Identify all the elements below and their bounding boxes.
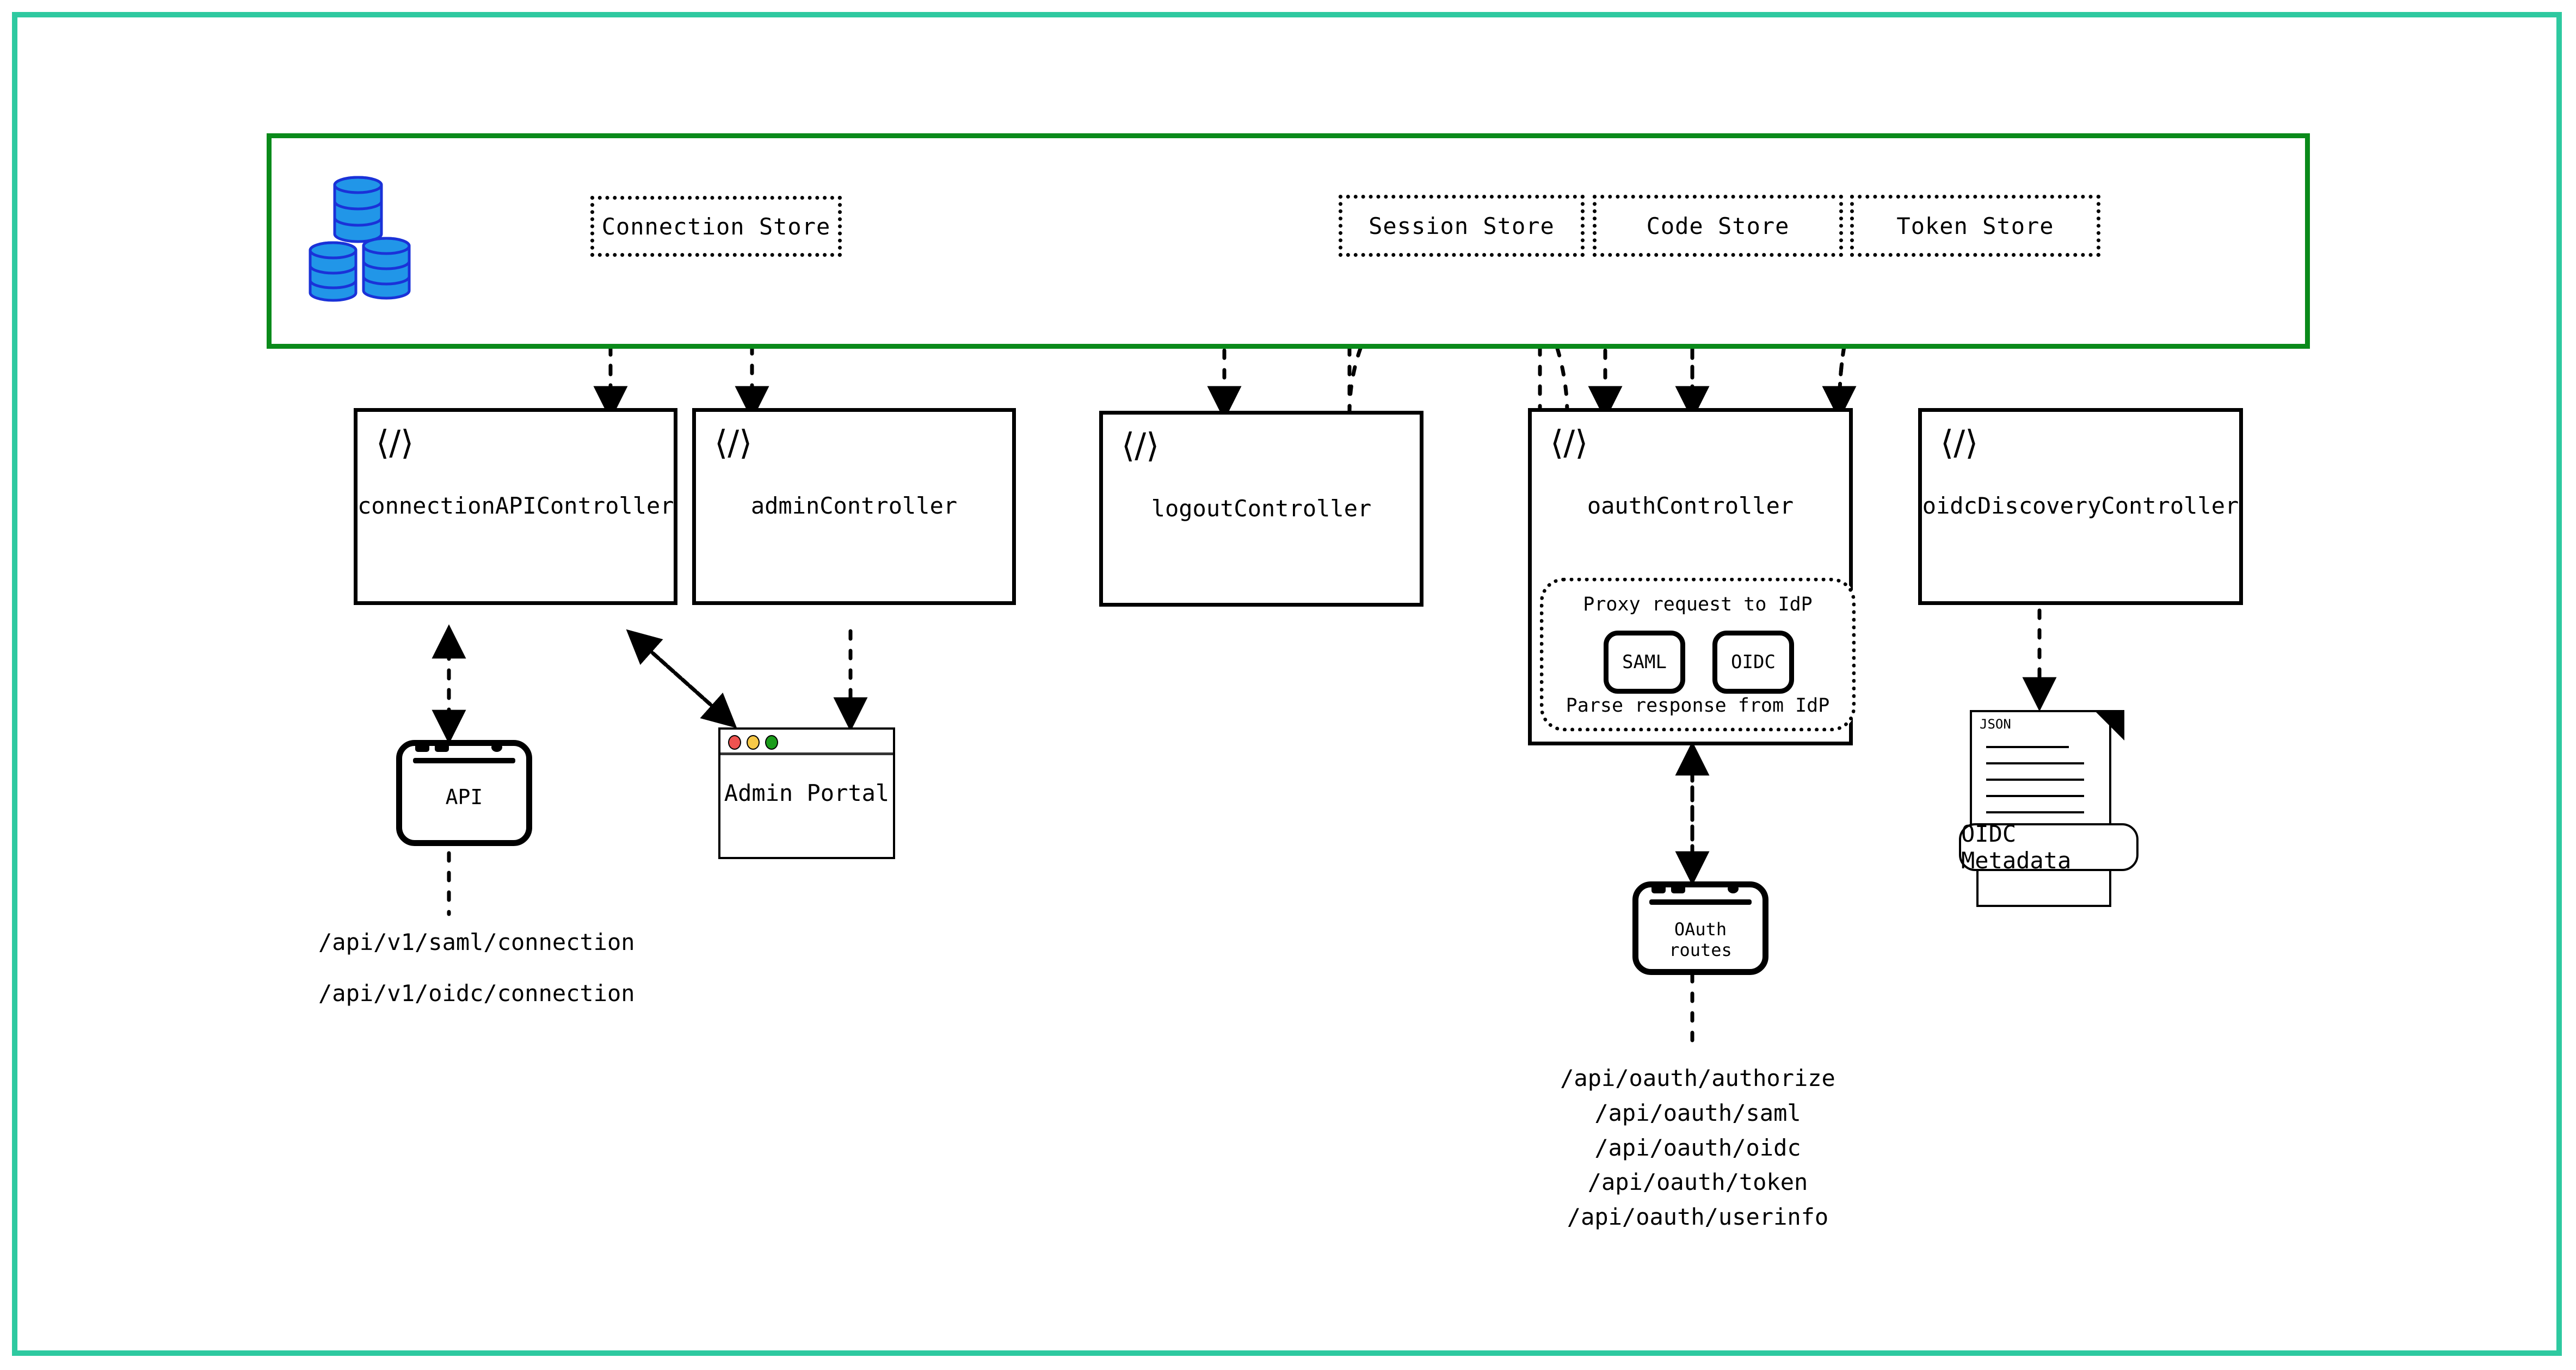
device-title-bar	[1649, 884, 1752, 905]
outer-frame	[12, 12, 2562, 1356]
document-fold-corner-icon	[2094, 710, 2124, 740]
store-session[interactable]: Session Store	[1339, 195, 1585, 257]
proxy-bottom-label: Parse response from IdP	[1566, 695, 1830, 717]
client-admin-portal[interactable]: Admin Portal	[718, 727, 895, 859]
traffic-light-red-icon	[728, 735, 741, 750]
device-dot-left2	[1671, 884, 1685, 893]
doc-line	[1986, 746, 2069, 748]
device-dot-right	[1728, 884, 1739, 893]
document-caption: OIDC Metadata	[1959, 820, 2139, 874]
endpoint-item: /api/oauth/saml	[1594, 1099, 1801, 1126]
doc-line	[1986, 811, 2084, 813]
controller-oidc-discovery-label: oidcDiscoveryController	[1922, 492, 2239, 519]
protocol-chip-oidc[interactable]: OIDC	[1712, 631, 1794, 694]
controller-oidc-discovery[interactable]: ⟨/⟩ oidcDiscoveryController	[1918, 408, 2243, 605]
store-connection[interactable]: Connection Store	[590, 196, 842, 257]
code-icon: ⟨/⟩	[1121, 425, 1160, 465]
protocol-chip-saml-label: SAML	[1622, 651, 1667, 673]
protocol-chip-saml[interactable]: SAML	[1604, 631, 1685, 694]
device-dot-right	[491, 743, 502, 752]
endpoint-item: /api/v1/saml/connection	[318, 929, 635, 955]
doc-line	[1986, 779, 2084, 781]
store-code-label: Code Store	[1646, 212, 1790, 239]
traffic-light-yellow-icon	[747, 735, 760, 750]
endpoint-item: /api/oauth/authorize	[1560, 1065, 1835, 1091]
device-dot-left2	[435, 743, 449, 752]
endpoint-list-connection-api: /api/v1/saml/connection /api/v1/oidc/con…	[318, 925, 635, 1011]
doc-line	[1986, 762, 2084, 764]
store-session-label: Session Store	[1369, 212, 1555, 239]
controller-logout[interactable]: ⟨/⟩ logoutController	[1099, 411, 1423, 607]
device-dot-left	[1651, 884, 1666, 893]
proxy-panel: Proxy request to IdP SAML OIDC Parse res…	[1540, 578, 1856, 731]
traffic-light-green-icon	[765, 735, 778, 750]
code-icon: ⟨/⟩	[1550, 423, 1588, 462]
controller-admin-label: adminController	[750, 492, 958, 519]
device-title-bar	[413, 743, 515, 763]
client-oauth-routes[interactable]: OAuth routes	[1632, 881, 1768, 975]
endpoint-item: /api/oauth/userinfo	[1567, 1204, 1829, 1231]
endpoint-item: /api/v1/oidc/connection	[318, 979, 635, 1007]
device-dot-left	[415, 743, 429, 752]
document-format-label: JSON	[1980, 717, 2011, 732]
endpoint-item: /api/oauth/oidc	[1594, 1134, 1801, 1161]
client-admin-portal-label: Admin Portal	[724, 780, 890, 806]
client-api-label: API	[445, 785, 483, 809]
code-icon: ⟨/⟩	[376, 423, 414, 462]
code-icon: ⟨/⟩	[714, 423, 753, 462]
controller-connection-api-label: connectionAPIController	[358, 492, 674, 519]
endpoint-list-oauth: /api/oauth/authorize /api/oauth/saml /ap…	[1502, 1061, 1894, 1235]
store-token-label: Token Store	[1896, 212, 2054, 239]
controller-admin[interactable]: ⟨/⟩ adminController	[692, 408, 1016, 605]
client-oauth-routes-label: OAuth routes	[1669, 919, 1732, 960]
controller-oauth-label: oauthController	[1587, 492, 1794, 519]
document-caption-label: OIDC Metadata	[1961, 820, 2072, 874]
controller-logout-label: logoutController	[1151, 495, 1372, 522]
proxy-top-label: Proxy request to IdP	[1583, 594, 1813, 615]
client-api[interactable]: API	[396, 740, 532, 846]
store-connection-label: Connection Store	[601, 213, 831, 240]
controller-connection-api[interactable]: ⟨/⟩ connectionAPIController	[354, 408, 677, 605]
database-stack-icon	[309, 176, 411, 302]
code-icon: ⟨/⟩	[1940, 423, 1979, 462]
protocol-chip-oidc-label: OIDC	[1731, 651, 1776, 673]
store-code[interactable]: Code Store	[1593, 195, 1843, 257]
store-token[interactable]: Token Store	[1850, 195, 2100, 257]
doc-line	[1986, 795, 2084, 797]
browser-title-bar	[720, 730, 893, 755]
endpoint-item: /api/oauth/token	[1587, 1169, 1808, 1196]
